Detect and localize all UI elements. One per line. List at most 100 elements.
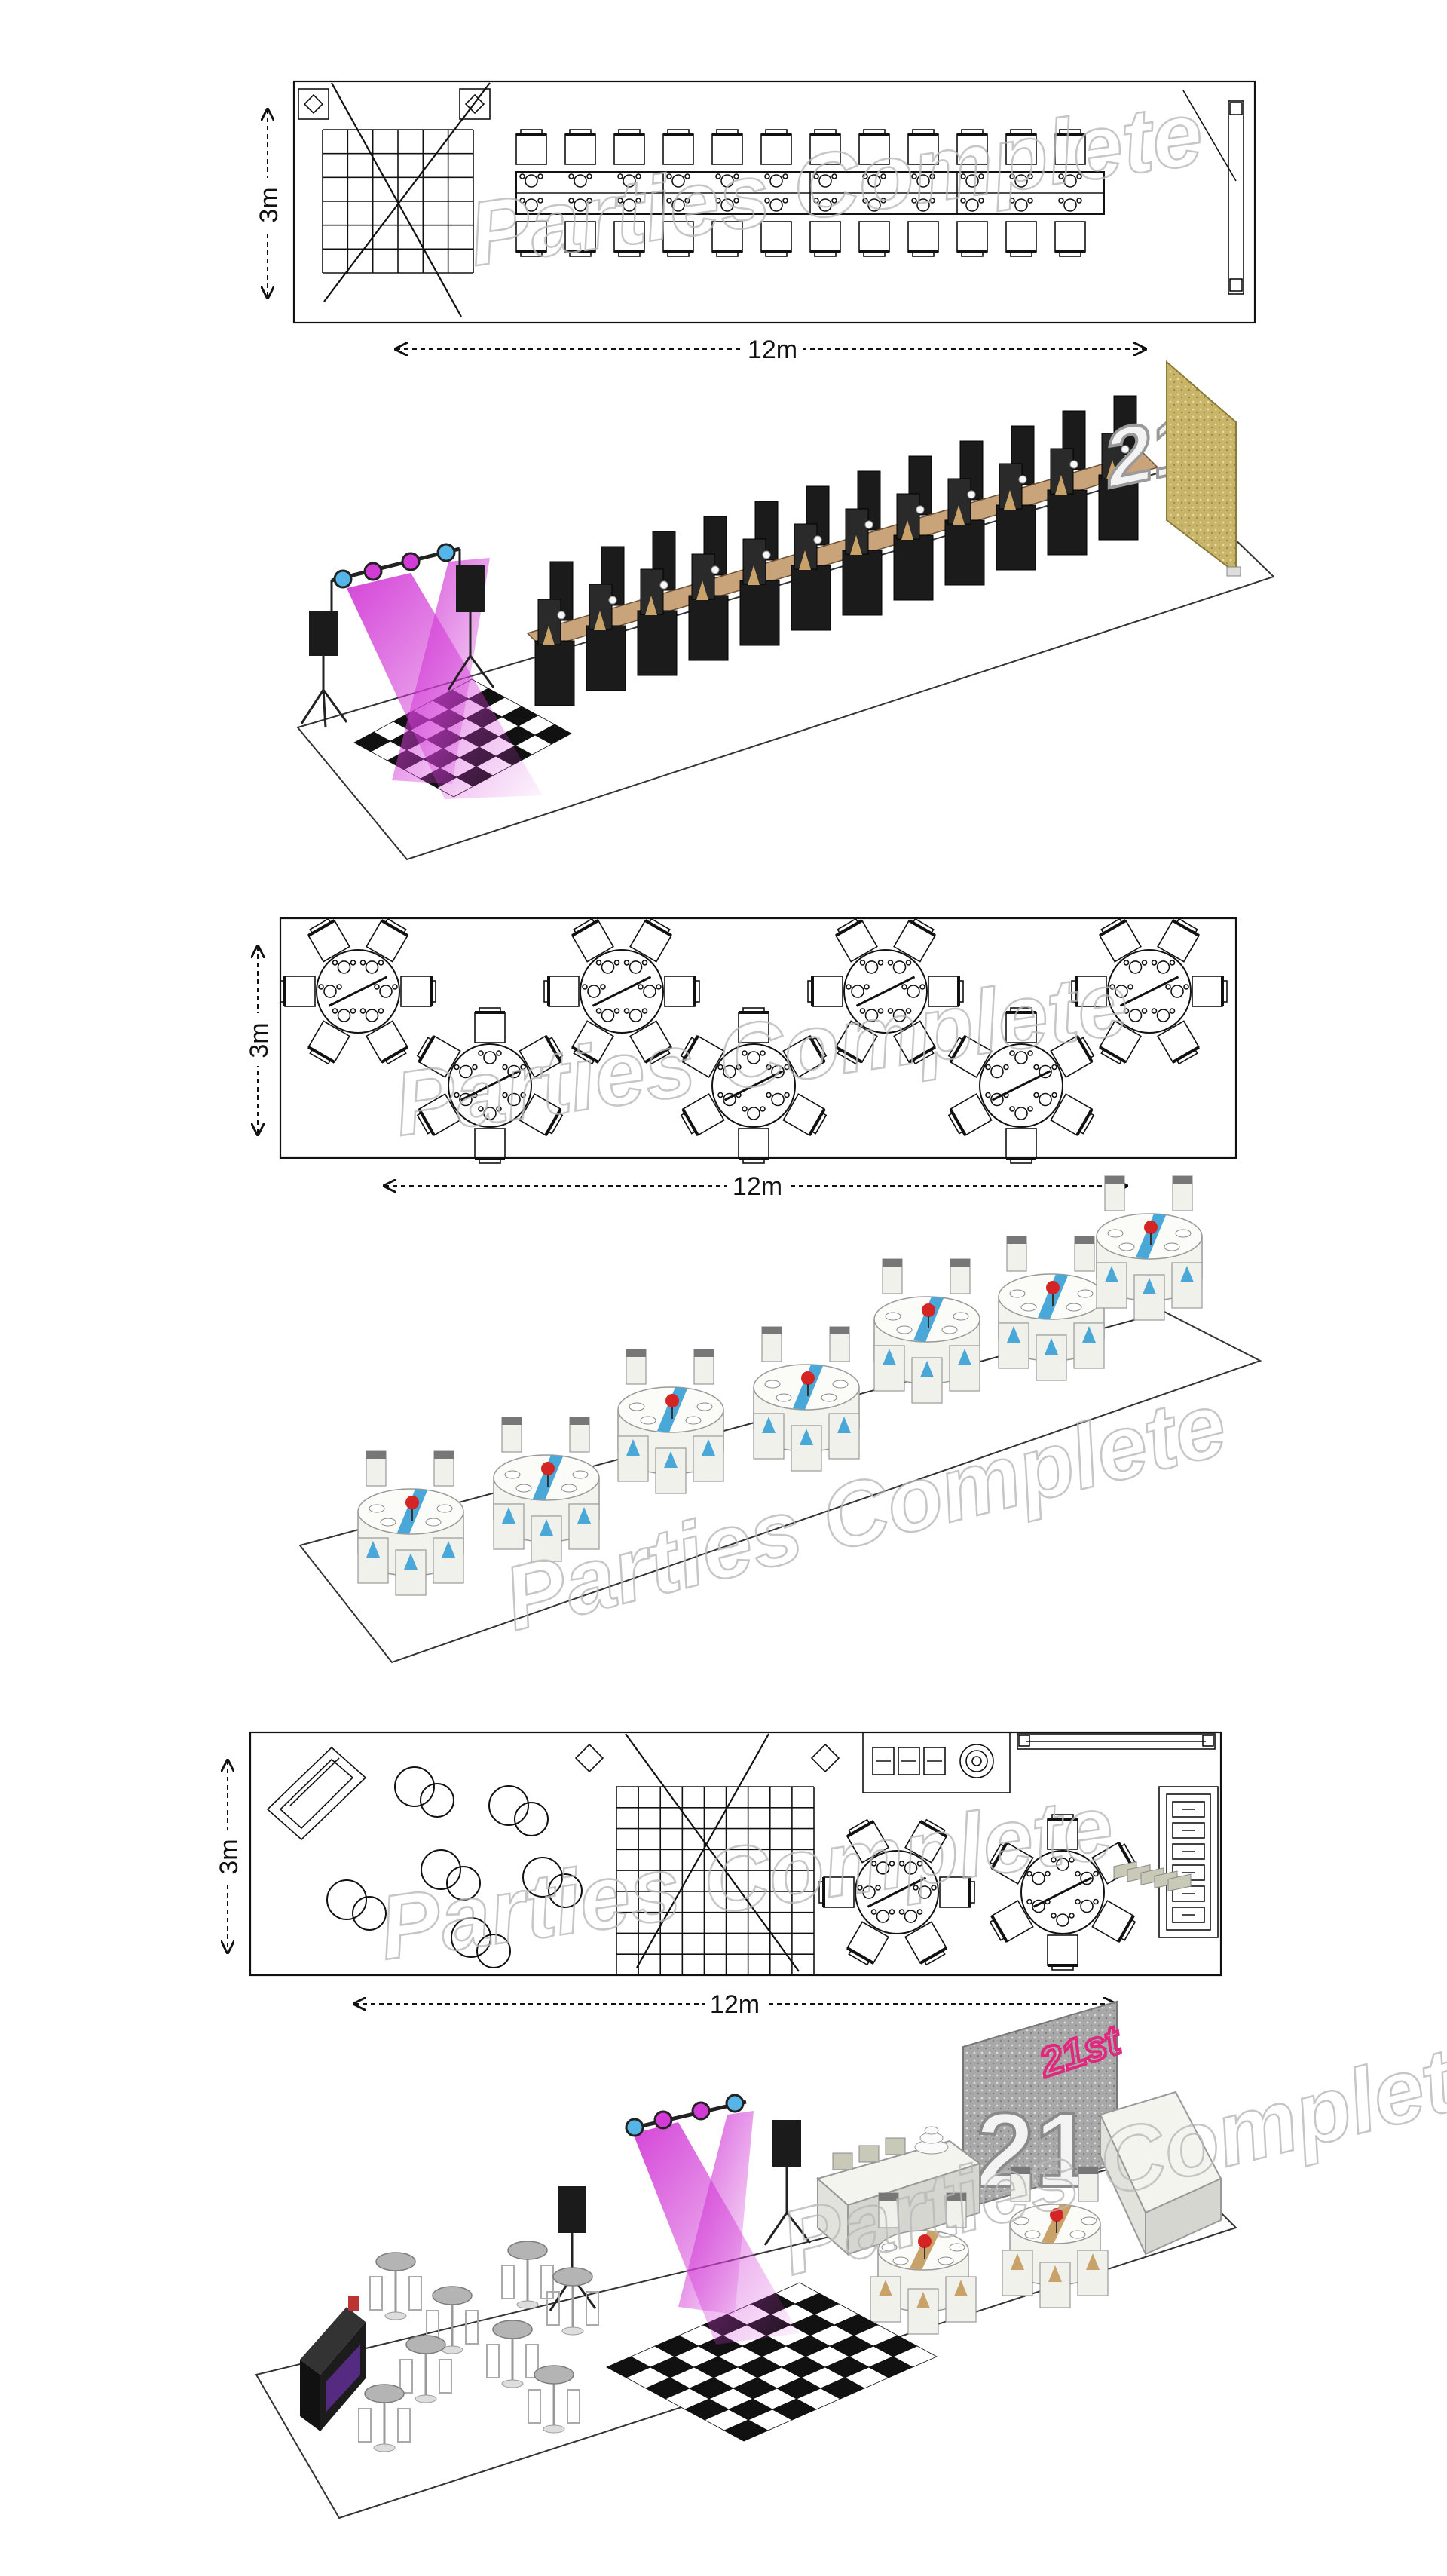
- plan-cocktail-dim-12m-label: 12m: [710, 1990, 760, 2019]
- chair-icon: [738, 1128, 769, 1164]
- chair-back-trim: [694, 1349, 714, 1357]
- chair-icon: [907, 221, 939, 257]
- view3d-rounds: Parties Complete: [298, 1175, 1262, 1664]
- chair-icon: [613, 129, 645, 165]
- black-chair: [688, 595, 729, 661]
- gold-sash: [953, 505, 965, 525]
- table-runner: [867, 1876, 927, 1908]
- chair-icon: [1005, 1128, 1037, 1164]
- highboy-table-icon: [451, 1917, 511, 1968]
- place-plate: [640, 1416, 656, 1425]
- chair-sash: [954, 2280, 968, 2296]
- highboy-base: [543, 2424, 565, 2434]
- flower-centerpiece: [801, 1371, 815, 1385]
- view3d-cocktail-cake-table: [815, 2126, 982, 2256]
- place-plate: [608, 596, 617, 605]
- plan-cocktail-backdrop: [1017, 1733, 1216, 1750]
- place-setting-icon: [870, 1861, 895, 1875]
- black-chair-back: [703, 516, 727, 576]
- chair-back-trim: [626, 1349, 646, 1357]
- chair-icon: [893, 917, 936, 963]
- place-setting-icon: [374, 984, 398, 998]
- place-setting-icon: [1123, 1008, 1148, 1022]
- place-plate: [881, 2243, 898, 2252]
- place-setting-icon: [717, 1064, 742, 1079]
- place-plate: [557, 611, 566, 620]
- highboy-table-3d: [369, 2252, 422, 2320]
- highboy-table-icon: [522, 1857, 583, 1908]
- flower-centerpiece: [1144, 1221, 1158, 1234]
- place-plate: [1069, 2230, 1086, 2239]
- chair-icon: [1071, 976, 1107, 1007]
- chair-back-trim: [762, 1327, 782, 1334]
- highboy-table-3d: [486, 2320, 539, 2388]
- plan-cocktail: 3m 12m Parties Complete: [213, 1731, 1222, 2020]
- chair-icon: [515, 221, 547, 257]
- place-setting-icon: [911, 198, 935, 212]
- bar-stool: [586, 2291, 599, 2326]
- place-plate: [832, 1380, 849, 1389]
- place-plate: [896, 1325, 913, 1334]
- place-setting-icon: [454, 1064, 478, 1079]
- chair-icon: [956, 129, 988, 165]
- place-setting-icon: [478, 1050, 502, 1064]
- round-table: [807, 917, 964, 1065]
- chair-icon: [662, 129, 694, 165]
- chair-icon: [858, 129, 890, 165]
- place-setting-icon: [813, 198, 837, 212]
- place-setting-icon: [887, 1008, 912, 1022]
- view3d-cocktail-round-tables: [870, 2166, 1109, 2335]
- chair-sash: [1180, 1266, 1194, 1282]
- chair-icon: [809, 129, 841, 165]
- plan-cocktail-speaker-icon: [810, 1743, 840, 1773]
- plan-rounds: 3m 12m Parties Complete: [243, 917, 1237, 1202]
- chair-icon: [956, 221, 988, 257]
- table-runner: [328, 976, 388, 1007]
- chair-back-trim: [1105, 1176, 1124, 1184]
- chair-sash: [1045, 1338, 1058, 1355]
- place-plate: [380, 1518, 396, 1527]
- plan-banquet-backdrop: [1182, 90, 1244, 295]
- place-setting-icon: [870, 1909, 895, 1923]
- chair-icon: [947, 1035, 993, 1078]
- place-setting-icon: [1075, 1898, 1099, 1913]
- place-setting-icon: [1058, 173, 1082, 188]
- place-plate: [561, 1484, 577, 1493]
- place-setting-icon: [359, 1008, 384, 1022]
- view3d-banquet: 21: [296, 360, 1275, 861]
- gold-sash: [901, 520, 913, 540]
- chair-icon: [1157, 917, 1200, 963]
- highboy-top: [492, 2320, 533, 2339]
- black-chair: [1098, 474, 1139, 541]
- place-setting-icon: [742, 1050, 766, 1064]
- plan-cocktail-dim-3m-label: 3m: [215, 1839, 243, 1874]
- flower-centerpiece: [405, 1496, 419, 1509]
- chair-icon: [818, 1876, 855, 1908]
- chair-icon: [1005, 1007, 1037, 1043]
- chair-icon: [1005, 129, 1037, 165]
- gold-sash: [748, 565, 760, 585]
- round-table-3d: [357, 1450, 464, 1596]
- light-beam-line: [331, 82, 462, 317]
- place-setting-icon: [985, 1064, 1009, 1079]
- chair-icon: [989, 1900, 1034, 1943]
- place-plate: [821, 1393, 837, 1402]
- chair-sash: [366, 1541, 380, 1558]
- table-runner: [460, 1070, 520, 1101]
- view3d-banquet-lighting: [330, 543, 543, 799]
- chair-sash: [540, 1519, 553, 1536]
- chair-sash: [1086, 2253, 1100, 2270]
- round-table-3d: [1002, 2166, 1109, 2308]
- place-plate: [953, 1312, 969, 1321]
- place-setting-icon: [887, 960, 912, 974]
- place-setting-icon: [582, 984, 606, 998]
- chair-icon: [989, 1842, 1034, 1885]
- place-setting-icon: [742, 1106, 766, 1120]
- round-table-3d: [493, 1417, 600, 1562]
- round-table-3d: [998, 1236, 1105, 1381]
- chair-icon: [928, 976, 964, 1007]
- bar-stool: [546, 2291, 560, 2326]
- chair-icon: [1050, 1093, 1095, 1136]
- place-setting-icon: [898, 1909, 923, 1923]
